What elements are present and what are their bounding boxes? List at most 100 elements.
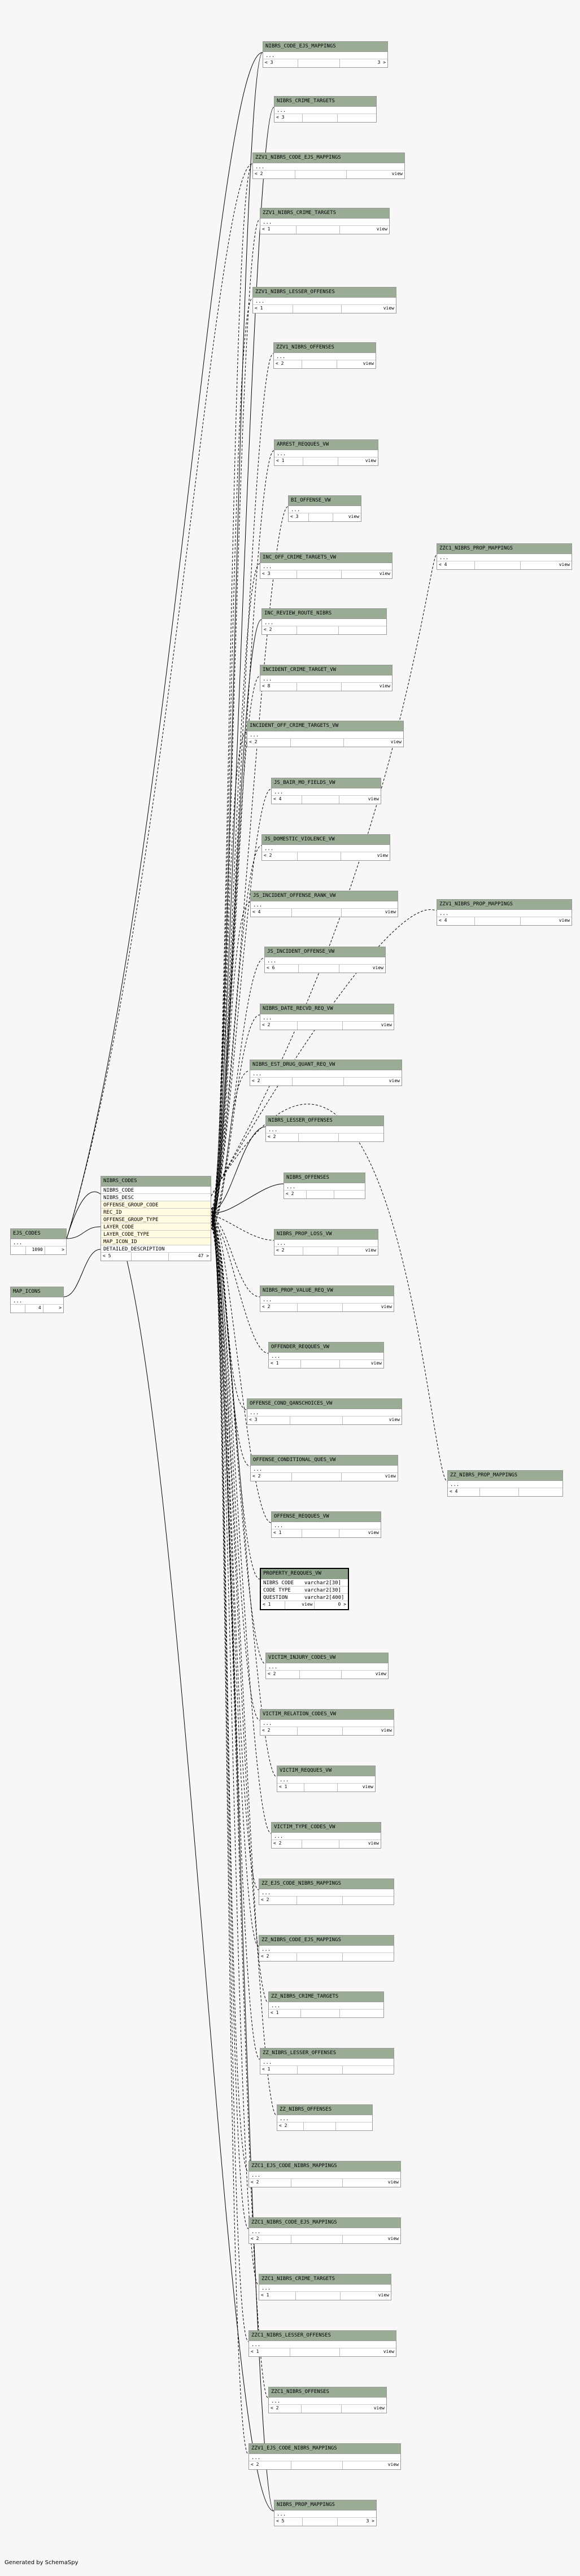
table-header[interactable]: JS_DOMESTIC_VIOLENCE_VW xyxy=(262,835,390,845)
table-nibrs-lesser-offenses[interactable]: NIBRS_LESSER_OFFENSES...< 2 xyxy=(265,1115,384,1142)
table-header[interactable]: NIBRS_DATE_RECVD_REQ_VW xyxy=(260,1004,394,1014)
table-header[interactable]: INC_REVIEW_ROUTE_NIBRS xyxy=(262,609,386,619)
table-zz-ejs-code-nibrs-mappings[interactable]: ZZ_EJS_CODE_NIBRS_MAPPINGS...< 2 xyxy=(259,1878,394,1905)
table-header[interactable]: VICTIM_REQQUES_VW xyxy=(277,1766,375,1776)
table-header[interactable]: MAP_ICONS xyxy=(11,1287,63,1297)
table-map-icons[interactable]: MAP_ICONS...4> xyxy=(10,1287,64,1313)
table-header[interactable]: BI_OFFENSE_VW xyxy=(289,496,361,506)
table-inc-review-route-nibrs[interactable]: INC_REVIEW_ROUTE_NIBRS...< 2 xyxy=(261,608,387,635)
table-zz-nibrs-code-ejs-mappings[interactable]: ZZ_NIBRS_CODE_EJS_MAPPINGS...< 2 xyxy=(259,1935,394,1962)
table-header[interactable]: NIBRS_PROP_LOSS_VW xyxy=(274,1230,378,1240)
table-header[interactable]: ZZC1_NIBRS_LESSER_OFFENSES xyxy=(249,2331,396,2341)
table-header[interactable]: ZZC1_EJS_CODE_NIBRS_MAPPINGS xyxy=(249,2161,400,2172)
table-header[interactable]: NIBRS_EST_DRUG_QUANT_REQ_VW xyxy=(250,1060,402,1070)
table-ejs-codes[interactable]: EJS_CODES...1090> xyxy=(10,1228,67,1255)
table-header[interactable]: VICTIM_INJURY_CODES_VW xyxy=(266,1653,388,1663)
table-header[interactable]: ZZC1_NIBRS_OFFENSES xyxy=(269,2387,386,2398)
table-header[interactable]: ZZV1_NIBRS_CRIME_TARGETS xyxy=(260,208,389,219)
table-header[interactable]: JS_INCIDENT_OFFENSE_VW xyxy=(265,947,385,957)
table-header[interactable]: ZZ_NIBRS_CRIME_TARGETS xyxy=(269,1992,383,2002)
table-header[interactable]: INC_OFF_CRIME_TARGETS_VW xyxy=(260,553,392,563)
table-header[interactable]: VICTIM_RELATION_CODES_VW xyxy=(260,1710,394,1720)
table-header[interactable]: NIBRS_PROP_MAPPINGS xyxy=(274,2500,376,2510)
table-header[interactable]: INCIDENT_CRIME_TARGET_VW xyxy=(260,665,392,675)
table-header[interactable]: INCIDENT_OFF_CRIME_TARGETS_VW xyxy=(247,721,403,731)
table-header[interactable]: NIBRS_CODE_EJS_MAPPINGS xyxy=(263,42,387,52)
table-header[interactable]: NIBRS_CODES xyxy=(101,1176,211,1187)
table-header[interactable]: OFFENSE_CONDITIONAL_QUES_VW xyxy=(251,1455,398,1466)
table-header[interactable]: ZZC1_NIBRS_PROP_MAPPINGS xyxy=(437,544,572,554)
table-header[interactable]: NIBRS_OFFENSES xyxy=(284,1173,365,1183)
column-row: ... xyxy=(253,163,404,171)
table-header[interactable]: ZZV1_EJS_CODE_NIBRS_MAPPINGS xyxy=(249,2444,400,2454)
table-header[interactable]: OFFENSE_REQQUES_VW xyxy=(272,1512,381,1522)
table-zz-nibrs-offenses[interactable]: ZZ_NIBRS_OFFENSES...< 2 xyxy=(277,2104,373,2131)
table-nibrs-offenses[interactable]: NIBRS_OFFENSES...< 2 xyxy=(284,1173,365,1199)
table-header[interactable]: ARREST_REQQUES_VW xyxy=(274,440,378,450)
table-header[interactable]: ZZV1_NIBRS_OFFENSES xyxy=(274,343,376,353)
table-header[interactable]: ZZ_NIBRS_PROP_MAPPINGS xyxy=(448,1471,562,1481)
table-header[interactable]: OFFENDER_REQQUES_VW xyxy=(269,1343,383,1353)
table-header[interactable]: ZZV1_NIBRS_PROP_MAPPINGS xyxy=(437,900,572,910)
table-header[interactable]: ZZV1_NIBRS_LESSER_OFFENSES xyxy=(253,287,396,298)
table-header[interactable]: NIBRS_LESSER_OFFENSES xyxy=(266,1116,383,1126)
table-nibrs-crime-targets[interactable]: NIBRS_CRIME_TARGETS...< 3 xyxy=(274,96,377,123)
table-header[interactable]: NIBRS_PROP_VALUE_REQ_VW xyxy=(260,1286,394,1296)
table-header[interactable]: PROPERTY_REQQUES_VW xyxy=(261,1569,348,1579)
table-header[interactable]: NIBRS_CRIME_TARGETS xyxy=(274,97,376,107)
table-header[interactable]: JS_INCIDENT_OFFENSE_RANK_VW xyxy=(251,891,398,901)
table-header[interactable]: ZZ_NIBRS_OFFENSES xyxy=(277,2105,372,2115)
table-header[interactable]: OFFENSE_COND_QANSCHOICES_VW xyxy=(247,1399,402,1409)
table-header[interactable]: ZZ_EJS_CODE_NIBRS_MAPPINGS xyxy=(259,1879,394,1889)
table-header[interactable]: ZZC1_NIBRS_CODE_EJS_MAPPINGS xyxy=(249,2218,400,2228)
table-header[interactable]: EJS_CODES xyxy=(11,1229,66,1239)
table-header[interactable]: ZZ_NIBRS_CODE_EJS_MAPPINGS xyxy=(259,1936,394,1946)
table-header[interactable]: ZZC1_NIBRS_CRIME_TARGETS xyxy=(259,2274,391,2285)
table-zz-nibrs-prop-mappings[interactable]: ZZ_NIBRS_PROP_MAPPINGS...< 4 xyxy=(447,1470,563,1497)
table-header[interactable]: JS_BAIR_MO_FIELDS_VW xyxy=(272,778,381,788)
table-zz-nibrs-lesser-offenses[interactable]: ZZ_NIBRS_LESSER_OFFENSES...< 1 xyxy=(260,2048,394,2074)
table-header[interactable]: ZZV1_NIBRS_CODE_EJS_MAPPINGS xyxy=(253,153,404,163)
table-header[interactable]: ZZ_NIBRS_LESSER_OFFENSES xyxy=(260,2048,394,2059)
table-header[interactable]: VICTIM_TYPE_CODES_VW xyxy=(272,1823,381,1833)
table-zz-nibrs-crime-targets[interactable]: ZZ_NIBRS_CRIME_TARGETS...< 1 xyxy=(268,1991,384,2018)
